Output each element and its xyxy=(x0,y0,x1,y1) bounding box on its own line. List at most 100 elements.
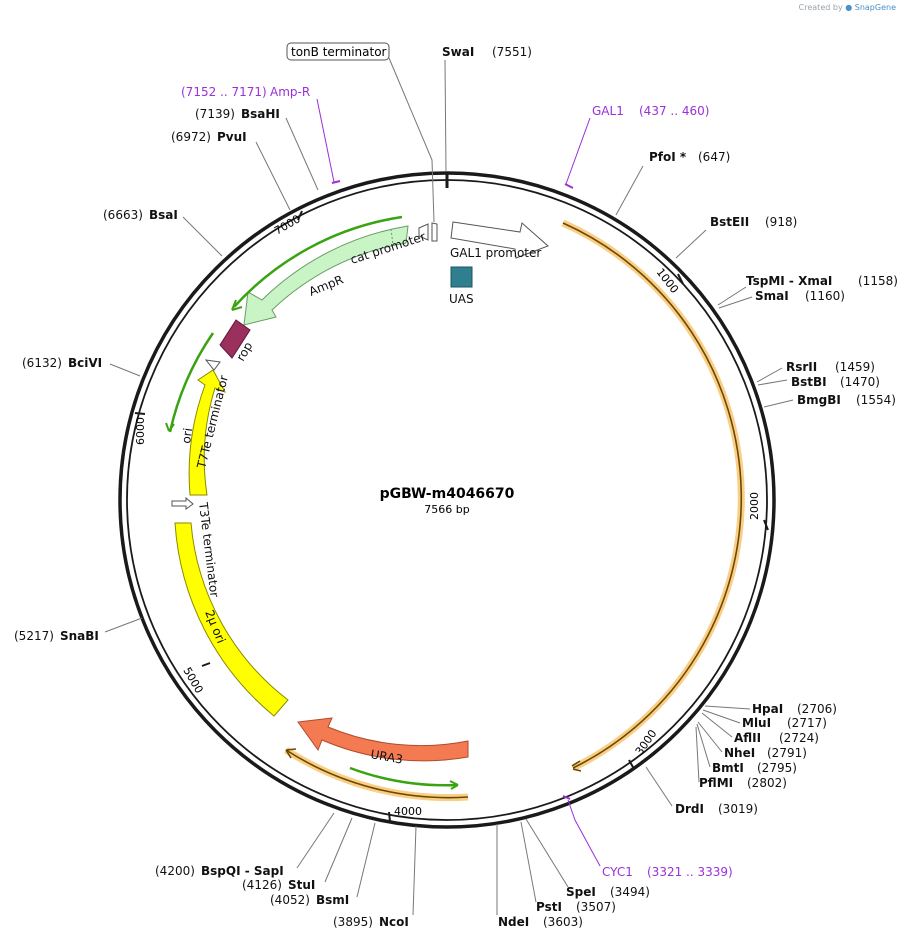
small-feature-top xyxy=(418,223,429,241)
tick-mark-7000 xyxy=(297,210,303,221)
tick-label-6000: 6000 xyxy=(134,417,147,445)
enzyme-bsmi-name: BsmI xyxy=(316,893,349,907)
tick-mark-3000 xyxy=(628,759,635,770)
snapgene-credit: Created by ● SnapGene xyxy=(799,3,896,12)
tick-mark-4000 xyxy=(388,811,391,823)
t3te-terminator-feature xyxy=(171,496,194,510)
ampr-green-arrowhead xyxy=(231,299,243,311)
primer-gal1-range: (437 .. 460) xyxy=(639,104,709,118)
enzyme-pvui-name: PvuI xyxy=(217,130,247,144)
enzyme-bspqi-sapi-name: BspQI - SapI xyxy=(201,864,284,878)
enzyme-bmti-name: BmtI xyxy=(712,761,744,775)
enzyme-pfoi-pos: (647) xyxy=(698,150,730,164)
plasmid-name: pGBW-m4046670 xyxy=(380,486,515,502)
enzyme-ndei-pos: (3603) xyxy=(543,915,583,929)
orange-feature-right xyxy=(561,219,745,772)
credit-prefix: Created by xyxy=(798,3,843,12)
enzyme-stui-name: StuI xyxy=(288,878,315,892)
enzyme-rsrii-name: RsrII xyxy=(786,360,817,374)
gal1-promoter-feature xyxy=(450,221,549,259)
enzyme-snabi-pos: (5217) xyxy=(14,629,54,643)
ura3-feature xyxy=(297,717,469,762)
gal1-promoter-label: GAL1 promoter xyxy=(450,246,541,260)
ori-label: ori xyxy=(179,427,195,444)
enzyme-bcivi-name: BciVI xyxy=(68,356,102,370)
enzyme-psti-pos: (3507) xyxy=(576,900,616,914)
tonb-terminator-label: tonB terminator xyxy=(291,45,387,59)
enzyme-ndei-name: NdeI xyxy=(498,915,529,929)
enzyme-bsteii-pos: (918) xyxy=(765,215,797,229)
enzyme-bmgbi-pos: (1554) xyxy=(856,393,896,407)
tonb-terminator-callout: tonB terminator xyxy=(286,42,435,223)
t7te-terminator-feature xyxy=(204,359,221,371)
enzyme-ncoi-pos: (3895) xyxy=(333,915,373,929)
enzyme-smai-name: SmaI xyxy=(755,289,789,303)
enzyme-stui-pos: (4126) xyxy=(242,878,282,892)
enzyme-tspmi-xmai-name: TspMI - XmaI xyxy=(746,274,832,288)
enzyme-nhei-pos: (2791) xyxy=(767,746,807,760)
primer-ampr-name: Amp-R xyxy=(270,85,310,99)
plasmid-length: 7566 bp xyxy=(424,503,469,516)
primer-gal1-name: GAL1 xyxy=(592,104,624,118)
credit-brand: SnapGene xyxy=(854,3,896,12)
tick-mark-6000 xyxy=(134,412,146,415)
enzyme-spei-name: SpeI xyxy=(566,885,596,899)
enzyme-bcivi-pos: (6132) xyxy=(22,356,62,370)
primer-gal1: GAL1 (437 .. 460) xyxy=(564,104,709,189)
tick-mark-5000 xyxy=(201,662,211,667)
enzyme-bspqi-sapi-pos: (4200) xyxy=(155,864,195,878)
enzyme-bsai-name: BsaI xyxy=(149,208,178,222)
enzyme-bsmi-pos: (4052) xyxy=(270,893,310,907)
enzyme-smai-pos: (1160) xyxy=(805,289,845,303)
ori-green-arrow xyxy=(168,332,215,433)
enzyme-hpai-pos: (2706) xyxy=(797,702,837,716)
enzyme-pflmi-name: PflMI xyxy=(699,776,733,790)
backbone xyxy=(118,171,776,829)
enzyme-drdi-pos: (3019) xyxy=(718,802,758,816)
tick-mark-2000 xyxy=(763,519,769,531)
primer-ampr: (7152 .. 7171) Amp-R xyxy=(181,85,341,184)
ampr-feature xyxy=(243,225,409,326)
tick-label-5000: 5000 xyxy=(180,665,205,696)
enzyme-mlui-pos: (2717) xyxy=(787,716,827,730)
enzyme-hpai-name: HpaI xyxy=(752,702,783,716)
primer-cyc1: CYC1 (3321 .. 3339) xyxy=(562,795,733,879)
ampr-green-arrow xyxy=(233,215,403,308)
enzyme-bstbi-pos: (1470) xyxy=(840,375,880,389)
uas-feature xyxy=(450,266,473,288)
enzyme-bsteii-name: BstEII xyxy=(710,215,749,229)
enzyme-nhei-name: NheI xyxy=(724,746,755,760)
enzyme-bsahi-pos: (7139) xyxy=(195,107,235,121)
enzyme-pfoi-name: PfoI * xyxy=(649,150,687,164)
cat-promoter-boundary xyxy=(390,228,394,246)
enzyme-mlui-name: MluI xyxy=(742,716,771,730)
snapgene-logo: ● xyxy=(845,3,853,12)
enzyme-spei-pos: (3494) xyxy=(610,885,650,899)
enzyme-aflii-name: AflII xyxy=(734,731,761,745)
enzyme-tspmi-xmai-pos: (1158) xyxy=(858,274,898,288)
enzyme-pvui-pos: (6972) xyxy=(171,130,211,144)
enzyme-ncoi-name: NcoI xyxy=(379,915,409,929)
enzyme-labels: SwaI (7551) PfoI * (647) BstEII (918) Ts… xyxy=(14,45,898,929)
tick-label-4000: 4000 xyxy=(394,805,422,818)
enzyme-swai-pos: (7551) xyxy=(492,45,532,59)
ura3-green-arrow xyxy=(349,766,459,787)
ura3-label: URA3 xyxy=(369,747,403,766)
enzyme-pflmi-pos: (2802) xyxy=(747,776,787,790)
rop-feature xyxy=(219,319,251,359)
enzyme-drdi-name: DrdI xyxy=(675,802,704,816)
enzyme-rsrii-pos: (1459) xyxy=(835,360,875,374)
enzyme-bsai-pos: (6663) xyxy=(103,208,143,222)
primer-cyc1-name: CYC1 xyxy=(602,865,633,879)
ori-feature xyxy=(188,369,227,496)
uas-label: UAS xyxy=(449,292,474,306)
orange-feature-bottom xyxy=(284,747,469,802)
primer-cyc1-range: (3321 .. 3339) xyxy=(647,865,733,879)
2mu-ori-feature xyxy=(174,522,289,717)
enzyme-bsahi-name: BsaHI xyxy=(241,107,280,121)
enzyme-bmgbi-name: BmgBI xyxy=(797,393,841,407)
enzyme-snabi-name: SnaBI xyxy=(60,629,99,643)
enzyme-aflii-pos: (2724) xyxy=(779,731,819,745)
ura3-green-arrowhead xyxy=(449,780,459,790)
